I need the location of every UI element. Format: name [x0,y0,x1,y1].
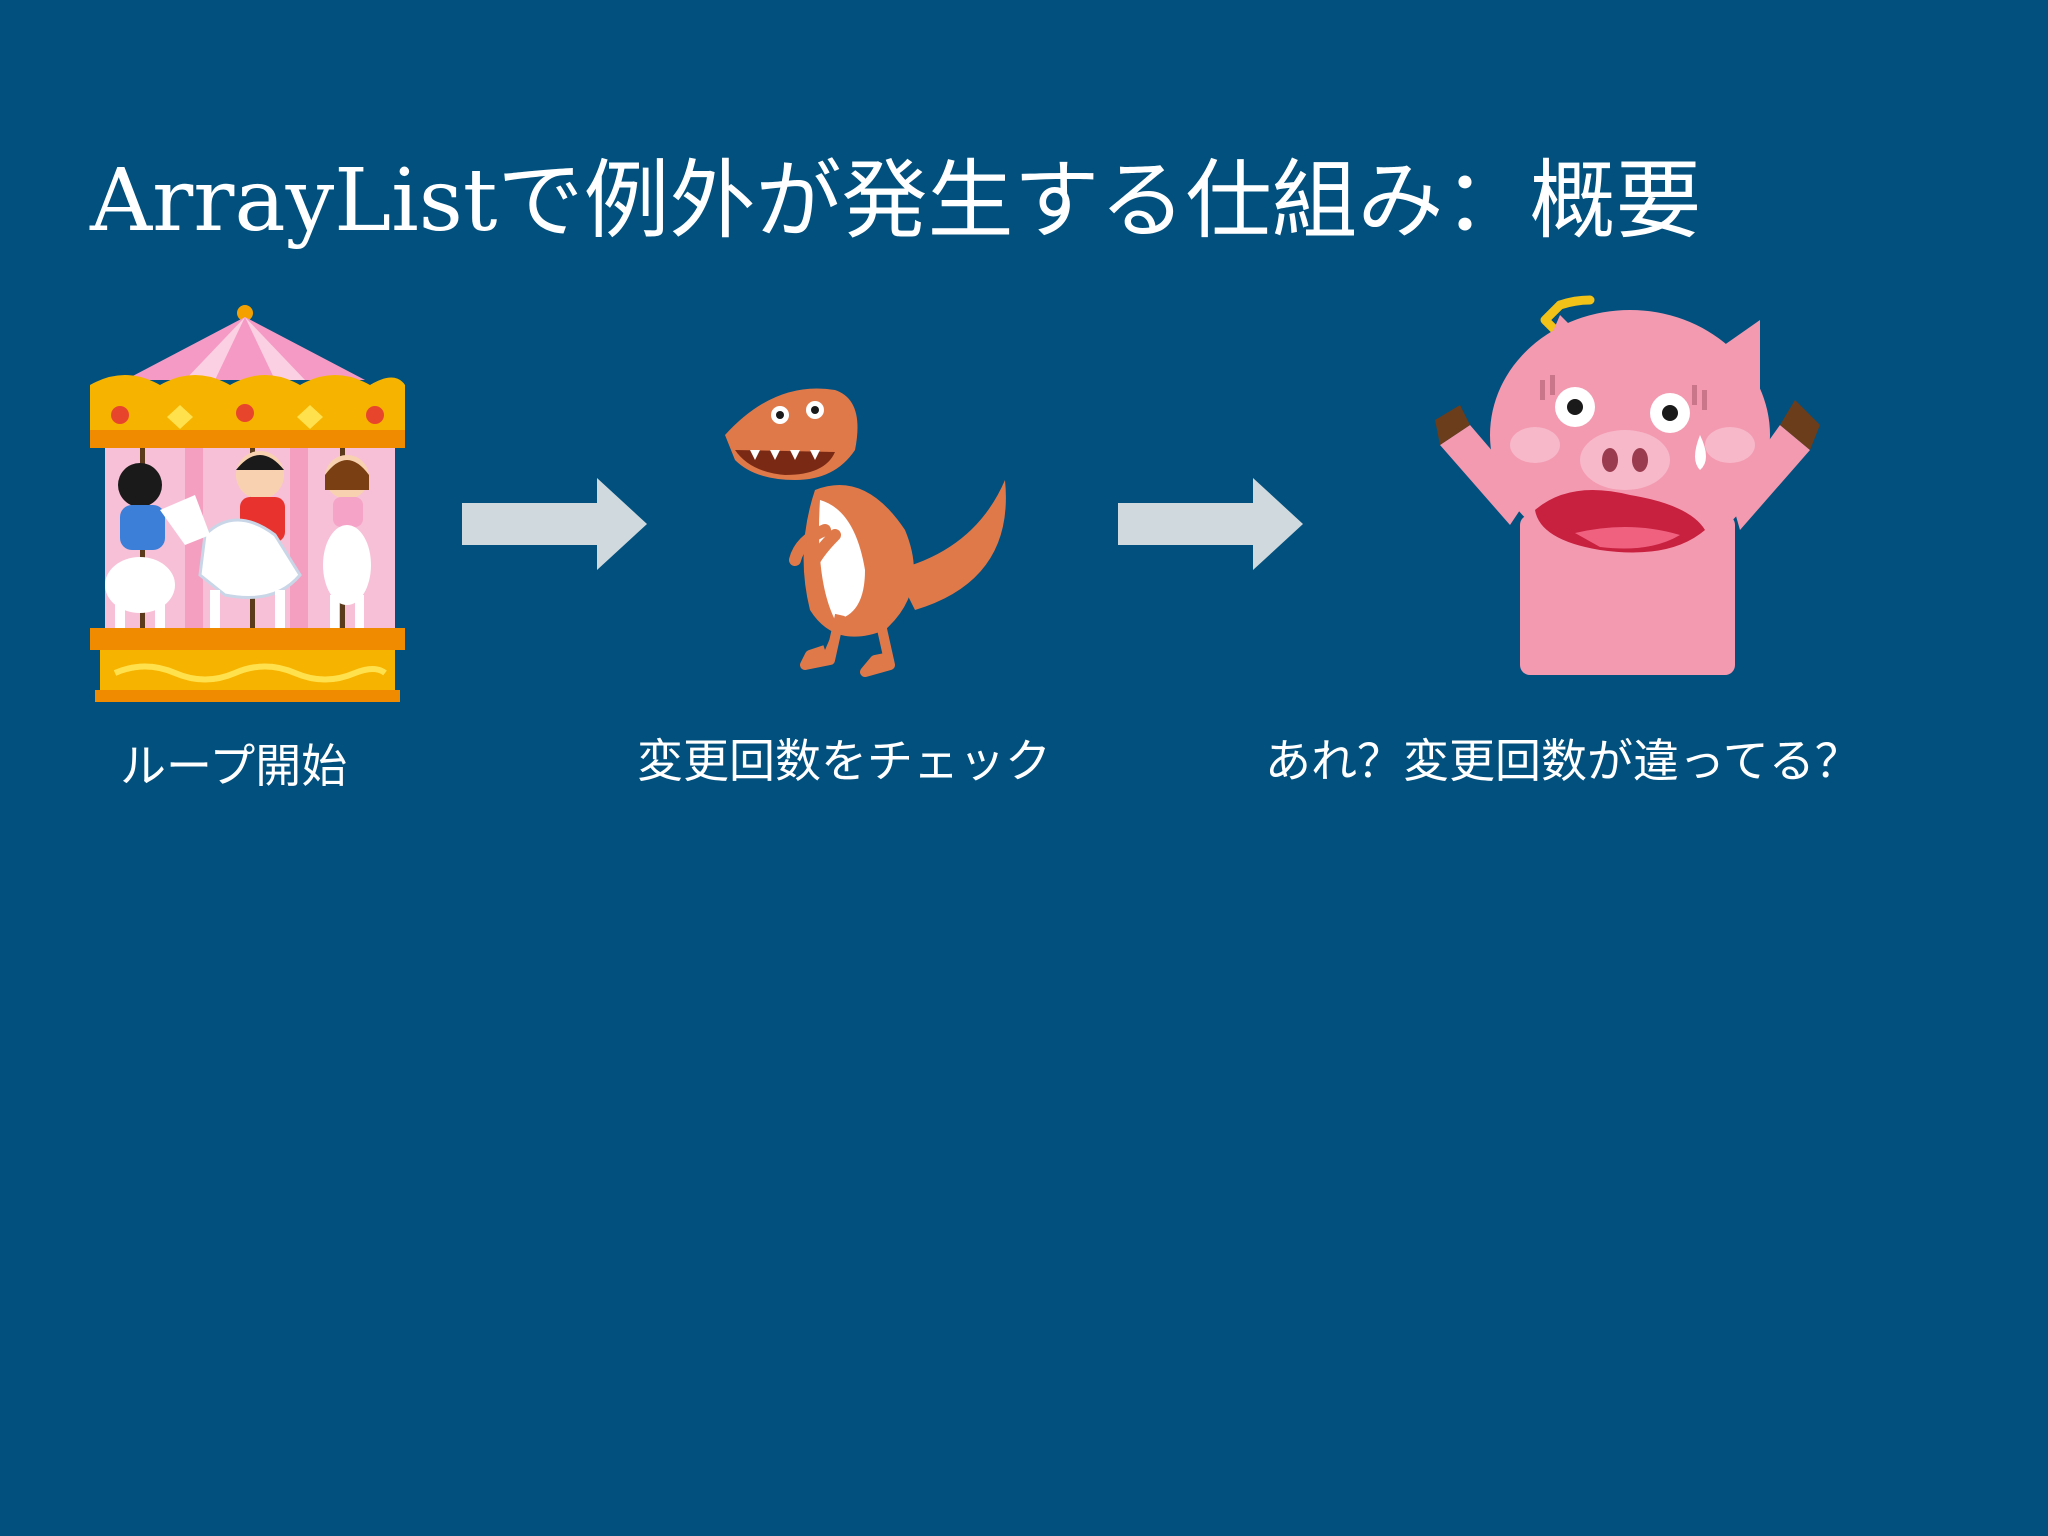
merry-go-round-icon [85,305,415,705]
step-3-caption: あれ？変更回数が違ってる？ [1265,734,1861,788]
slide-title: ArrayListで例外が発生する仕組み：概要 [90,151,1702,251]
step-1-caption: ループ開始 [120,739,348,793]
arrow-right-icon [1118,478,1303,574]
surprised-pig-icon [1430,295,1820,680]
step-2-caption: 変更回数をチェック [637,734,1051,788]
dinosaur-icon [715,380,1015,680]
arrow-right-icon [462,478,647,574]
